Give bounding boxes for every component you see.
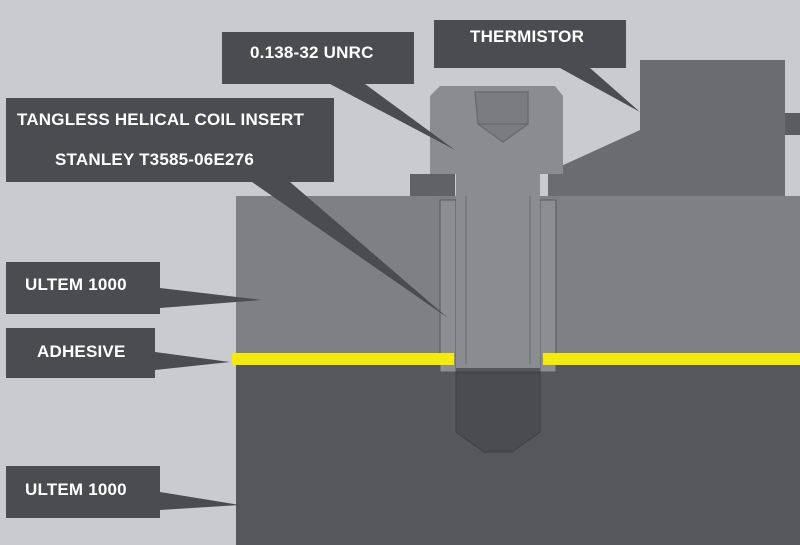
label-adhesive: ADHESIVE bbox=[37, 342, 126, 361]
callout-screw-thread bbox=[222, 32, 455, 150]
washer bbox=[410, 174, 455, 196]
thermistor-lead bbox=[785, 113, 800, 135]
label-lower-material: ULTEM 1000 bbox=[25, 480, 127, 499]
label-thermistor: THERMISTOR bbox=[470, 27, 585, 46]
callout-coil-insert bbox=[6, 98, 448, 318]
callout-upper-material bbox=[6, 262, 262, 314]
callout-thermistor bbox=[434, 20, 640, 112]
label-screw-thread: 0.138-32 UNRC bbox=[250, 43, 374, 62]
adhesive-line-left bbox=[232, 353, 454, 365]
bolt-shank bbox=[456, 174, 540, 368]
callout-adhesive bbox=[6, 328, 230, 378]
coil-insert-left bbox=[439, 199, 457, 373]
coil-insert-right bbox=[539, 199, 557, 373]
thermistor-body bbox=[548, 60, 785, 196]
label-insert-name: TANGLESS HELICAL COIL INSERT bbox=[17, 110, 305, 129]
callout-lower-material bbox=[6, 466, 240, 518]
label-insert-part: STANLEY T3585-06E276 bbox=[55, 150, 254, 169]
label-upper-material: ULTEM 1000 bbox=[25, 275, 127, 294]
drill-point bbox=[455, 371, 541, 453]
hex-socket bbox=[474, 91, 529, 143]
adhesive-line-right bbox=[543, 353, 800, 365]
